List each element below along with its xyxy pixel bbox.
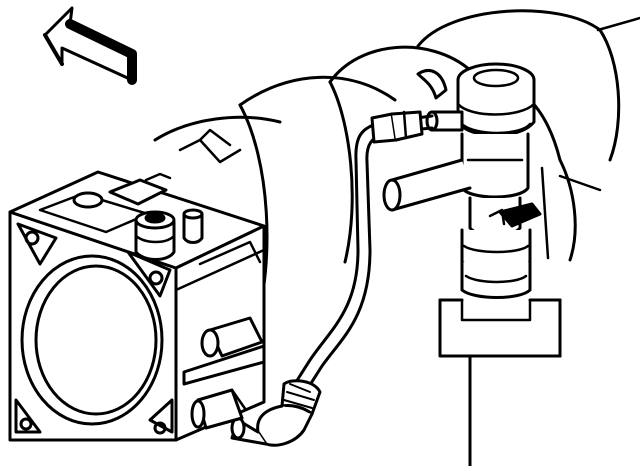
vacuum-valve bbox=[382, 62, 542, 299]
throttle-body bbox=[8, 170, 266, 442]
vent-hose bbox=[294, 110, 434, 390]
direction-arrow-icon bbox=[43, 6, 137, 85]
air-intake-duct bbox=[153, 9, 640, 332]
elbow-fitting bbox=[230, 379, 322, 447]
valve-mounting-bracket bbox=[438, 298, 562, 466]
